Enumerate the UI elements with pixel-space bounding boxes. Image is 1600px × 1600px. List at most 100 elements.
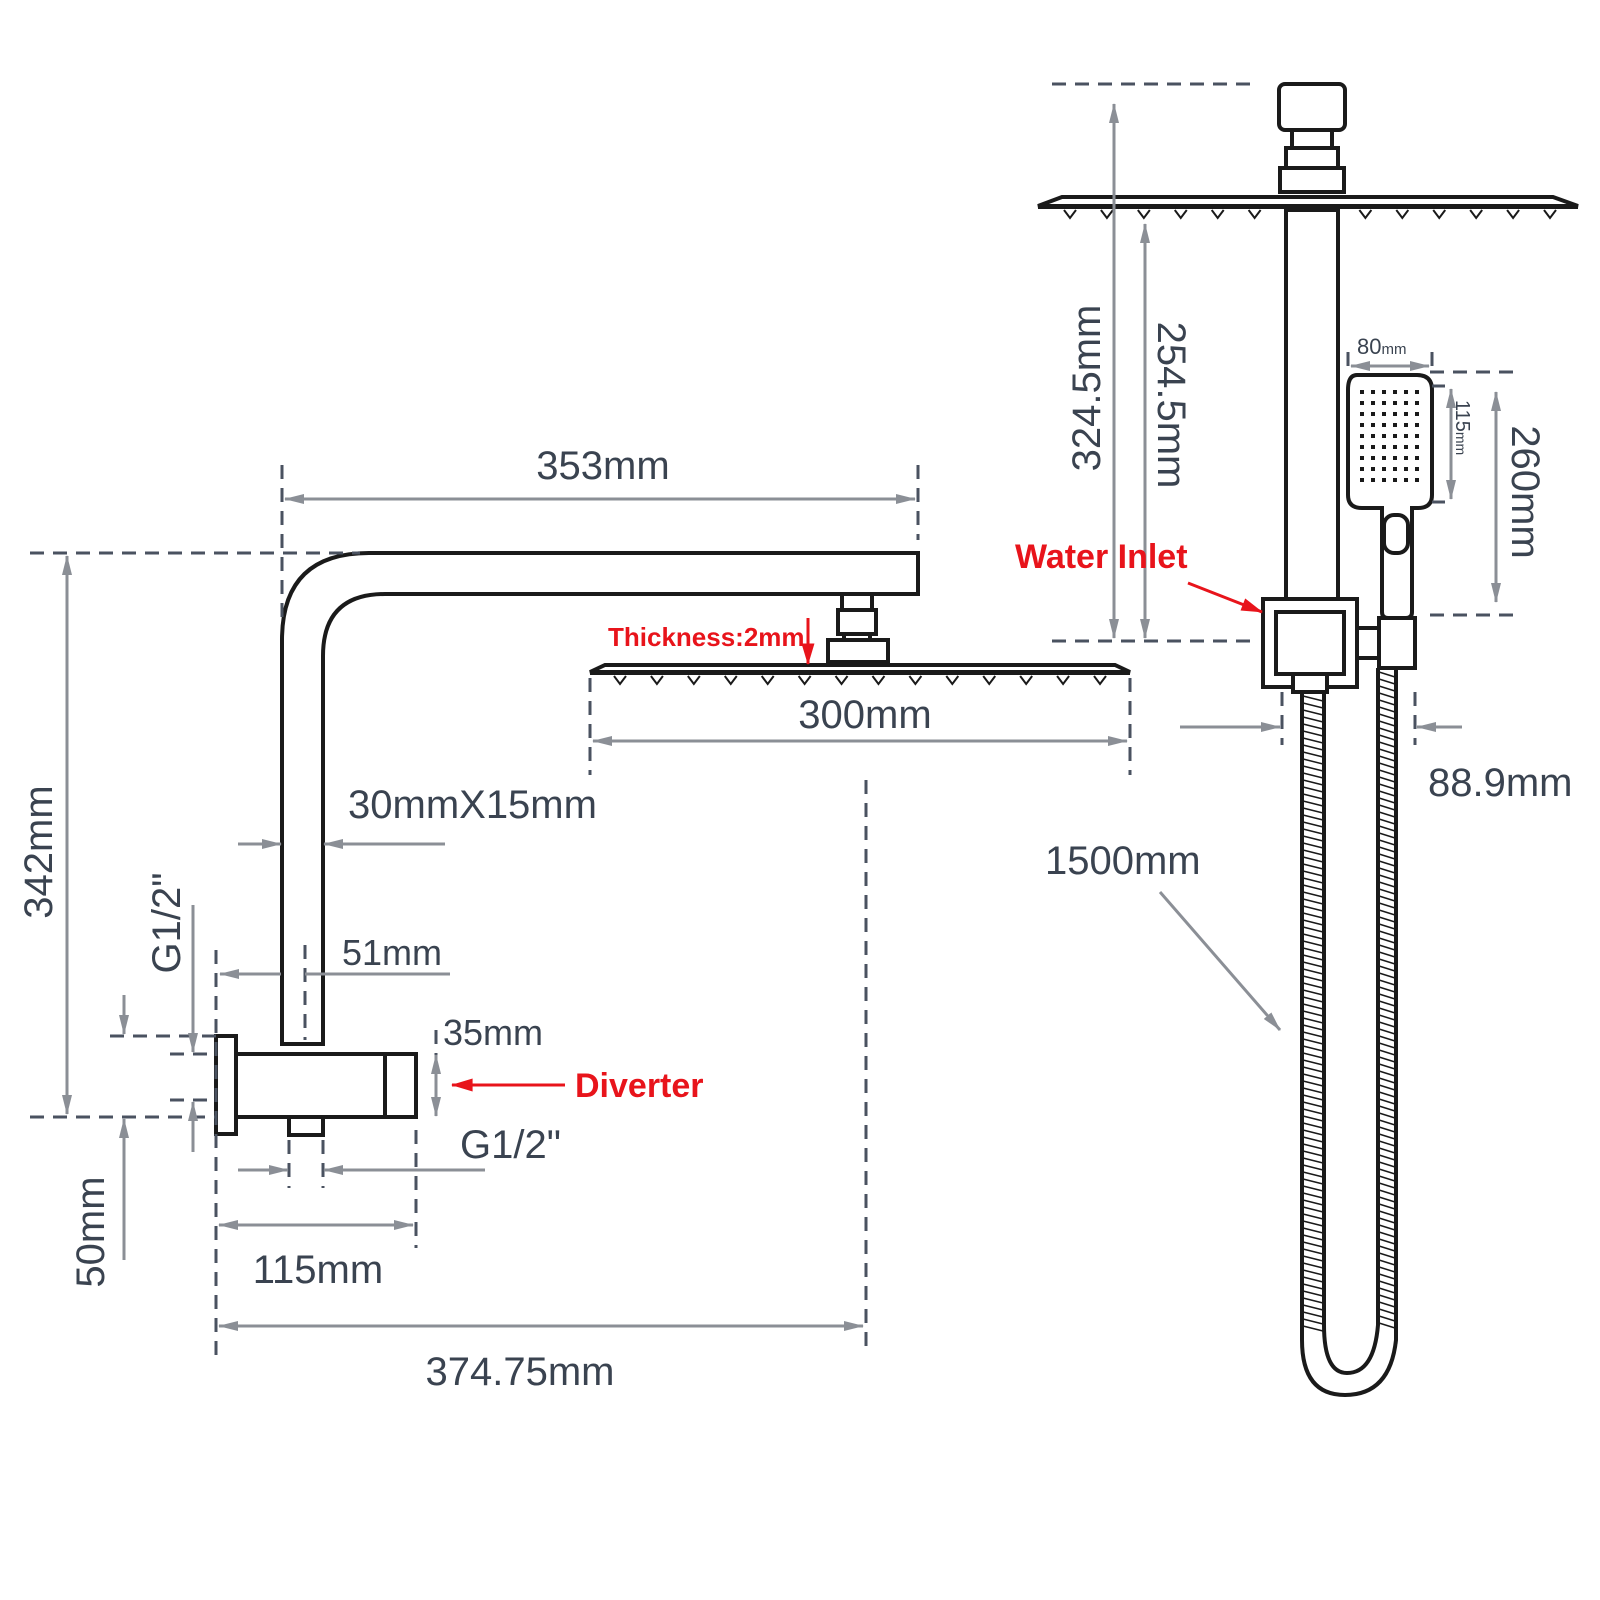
hose-hatch-line xyxy=(1378,1063,1396,1070)
hose-hatch-line xyxy=(1302,926,1324,933)
hose-hatch-line xyxy=(1302,1094,1324,1101)
label-arm-section: 30mmX15mm xyxy=(348,783,597,827)
label-hose-length: 1500mm xyxy=(1045,839,1201,883)
ceiling-connector xyxy=(1277,82,1347,194)
diverter-body xyxy=(214,1034,418,1137)
hose-hatch-line xyxy=(1378,1238,1396,1245)
spray-hole xyxy=(1382,434,1386,438)
hose-hatch-line xyxy=(1378,1126,1396,1133)
hose-hatch-line xyxy=(1302,1178,1324,1185)
spray-hole xyxy=(1404,390,1408,394)
hose-hatch-line xyxy=(1378,1014,1396,1021)
hose-hatch-line xyxy=(1302,1052,1324,1059)
nozzle xyxy=(1063,209,1077,220)
hose-hatch-line xyxy=(1378,1021,1396,1028)
nozzle xyxy=(982,675,997,686)
hose-hatch-line xyxy=(1378,1091,1396,1098)
hose-hatch-line xyxy=(1378,1259,1396,1266)
hose-hatch-line xyxy=(1378,1098,1396,1105)
hose-hatch-line xyxy=(1302,1157,1324,1164)
nozzle xyxy=(1137,209,1151,220)
hose-hatch-line xyxy=(1378,783,1396,790)
nozzle xyxy=(1395,209,1410,220)
hose-hatch-line xyxy=(1302,1136,1324,1143)
hose-hatch-line xyxy=(1378,923,1396,930)
hose-hatch-line xyxy=(1302,1283,1324,1290)
spray-hole xyxy=(1404,412,1408,416)
hose-hatch-line xyxy=(1302,975,1324,982)
nozzle xyxy=(834,675,849,686)
spray-hole xyxy=(1404,423,1408,427)
nozzle xyxy=(871,675,886,686)
hose-hatch-line xyxy=(1302,891,1324,898)
hose-hatch-line xyxy=(1302,1199,1324,1206)
spray-hole xyxy=(1404,478,1408,482)
hose-hatch-line xyxy=(1378,706,1396,713)
hose-hatch-line xyxy=(1302,996,1324,1003)
hose-hatch-line xyxy=(1302,989,1324,996)
hose-hatch-line xyxy=(1302,1297,1324,1304)
hose-hatch-line xyxy=(1378,727,1396,734)
hose-hatch-line xyxy=(1302,912,1324,919)
hose-hatch-line xyxy=(1302,884,1324,891)
spray-hole xyxy=(1393,478,1397,482)
hose-hatch-line xyxy=(1378,832,1396,839)
nozzle xyxy=(1247,209,1262,220)
hose-hatch-line xyxy=(1302,954,1324,961)
hose-hatch-line xyxy=(1378,671,1396,678)
hose-hatch-line xyxy=(1378,1168,1396,1175)
hose-hatch-line xyxy=(1378,1112,1396,1119)
hose-hatch-line xyxy=(1302,786,1324,793)
hose-hatch-line xyxy=(1302,1087,1324,1094)
hose-hatch-line xyxy=(1302,1276,1324,1283)
hose-hatch-line xyxy=(1302,1017,1324,1024)
spray-hole xyxy=(1404,456,1408,460)
spray-hole xyxy=(1415,456,1419,460)
hose-hatch-line xyxy=(1302,933,1324,940)
hose-hatch-line xyxy=(1378,1203,1396,1210)
hose-hatch-line xyxy=(1378,1231,1396,1238)
hose-hatch-line xyxy=(1378,1224,1396,1231)
hose-hatch-line xyxy=(1378,937,1396,944)
hose-hatch-line xyxy=(1302,863,1324,870)
hose-hatch-line xyxy=(1378,895,1396,902)
hose-hatch-line xyxy=(1378,1028,1396,1035)
spray-hole xyxy=(1415,401,1419,405)
hose-hatch-line xyxy=(1378,1196,1396,1203)
spray-hole xyxy=(1360,445,1364,449)
label-base-50: 50mm xyxy=(69,1176,113,1287)
hose-hatch-line xyxy=(1302,709,1324,716)
hose-hatch-line xyxy=(1302,695,1324,702)
hose-hatch-line xyxy=(1302,870,1324,877)
hose-hatch-line xyxy=(1302,940,1324,947)
nozzle xyxy=(1543,209,1557,220)
hose-hatch-line xyxy=(1378,1070,1396,1077)
hose-hatch-line xyxy=(1302,1150,1324,1157)
hose-hatch-line xyxy=(1302,1290,1324,1297)
spray-hole xyxy=(1393,401,1397,405)
hose-hatch-line xyxy=(1378,867,1396,874)
hose-hatch-line xyxy=(1378,1217,1396,1224)
spray-hole xyxy=(1371,478,1375,482)
spray-hole xyxy=(1393,390,1397,394)
hose-hatch-line xyxy=(1302,1003,1324,1010)
label-holder-offset: 88.9mm xyxy=(1428,761,1573,805)
spray-hole xyxy=(1404,401,1408,405)
hose-hatch-line xyxy=(1378,699,1396,706)
hose-hatch-line xyxy=(1302,1101,1324,1108)
hose-hatch-line xyxy=(1378,958,1396,965)
hose-hatch-line xyxy=(1378,944,1396,951)
label-water-inlet: Water Inlet xyxy=(1015,538,1188,576)
hose-hatch-line xyxy=(1378,1049,1396,1056)
label-diverter: Diverter xyxy=(575,1067,704,1105)
hose-hatch-line xyxy=(1378,951,1396,958)
hose-hatch-line xyxy=(1302,737,1324,744)
hose-hatch-line xyxy=(1378,1119,1396,1126)
hose-hatch-line xyxy=(1378,930,1396,937)
hose-hatch-line xyxy=(1302,1080,1324,1087)
hose-hatch-line xyxy=(1378,1273,1396,1280)
hose-hatch-line xyxy=(1302,772,1324,779)
hose-hatch-line xyxy=(1378,811,1396,818)
hose-hatch-line xyxy=(1378,1007,1396,1014)
spray-hole xyxy=(1382,390,1386,394)
